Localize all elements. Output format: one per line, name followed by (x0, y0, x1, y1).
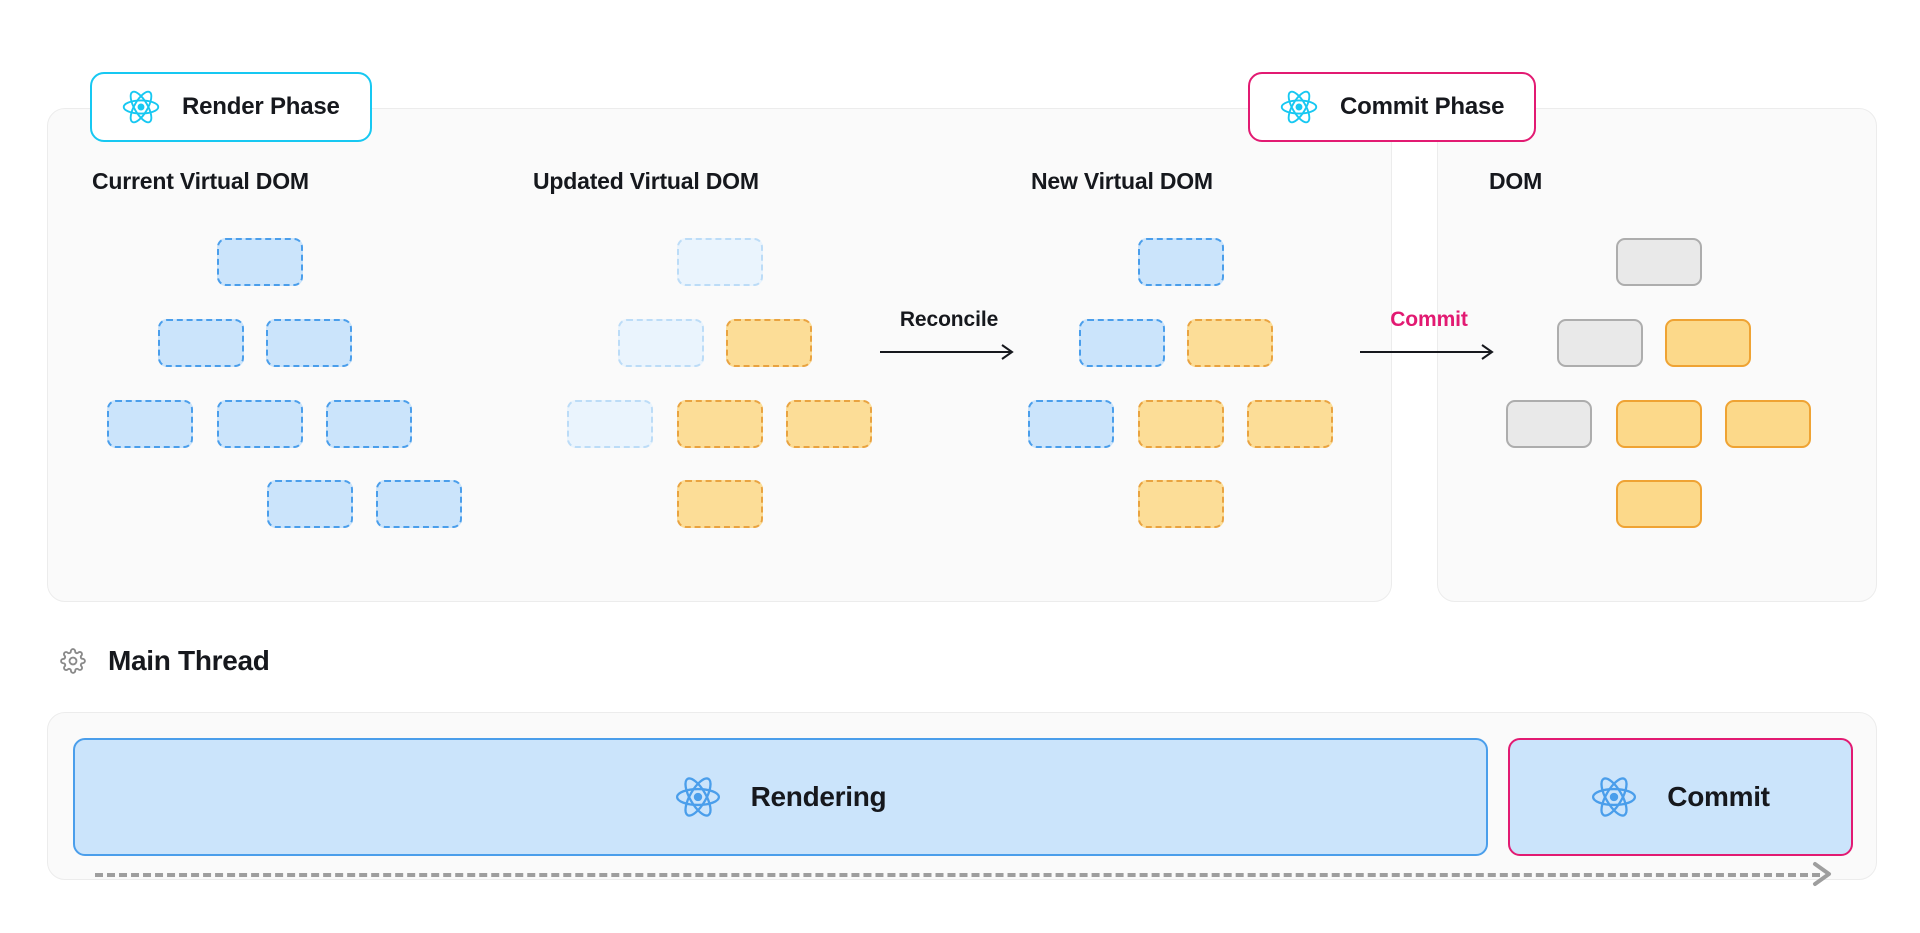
rendering-bar-label: Rendering (750, 781, 887, 812)
commit-bar[interactable]: Commit (1508, 738, 1853, 856)
vdom-node (677, 238, 763, 286)
commit-arrow-label: Commit (1390, 308, 1468, 331)
vdom-node (376, 480, 462, 528)
commit-arrow-line (1360, 344, 1498, 360)
column-title-dom: DOM (1489, 168, 1543, 194)
dom-node (1506, 400, 1592, 448)
vdom-node (217, 400, 303, 448)
dom-node (1725, 400, 1811, 448)
main-thread-header: Main Thread (60, 645, 270, 677)
vdom-node (677, 480, 763, 528)
tree-current-virtual-dom (103, 238, 483, 528)
vdom-node (158, 319, 244, 367)
rendering-bar[interactable]: Rendering (73, 738, 1488, 856)
column-title-new-virtual-dom: New Virtual DOM (1031, 168, 1213, 194)
vdom-node (1138, 238, 1224, 286)
vdom-node (1079, 319, 1165, 367)
dom-node (1557, 319, 1643, 367)
render-phase-badge-label: Render Phase (182, 93, 340, 120)
timeline-dashed-line (95, 873, 1820, 877)
render-phase-badge[interactable]: Render Phase (90, 72, 372, 142)
vdom-node (1138, 400, 1224, 448)
vdom-node (726, 319, 812, 367)
gear-icon (60, 648, 86, 674)
vdom-node (107, 400, 193, 448)
tree-new-virtual-dom (1024, 238, 1404, 528)
dom-node (1616, 480, 1702, 528)
vdom-node (1138, 480, 1224, 528)
dom-node (1616, 238, 1702, 286)
column-title-updated-virtual-dom: Updated Virtual DOM (533, 168, 759, 194)
tree-updated-virtual-dom (563, 238, 943, 528)
reconcile-arrow-line (880, 344, 1018, 360)
react-logo-icon (1591, 774, 1637, 820)
react-logo-icon (1280, 88, 1318, 126)
vdom-node (326, 400, 412, 448)
vdom-node (567, 400, 653, 448)
vdom-node (1247, 400, 1333, 448)
timeline-arrow (95, 862, 1831, 886)
react-logo-icon (122, 88, 160, 126)
react-logo-icon (675, 774, 721, 820)
vdom-node (266, 319, 352, 367)
vdom-node (1187, 319, 1273, 367)
tree-dom (1502, 238, 1882, 528)
column-title-current-virtual-dom: Current Virtual DOM (92, 168, 309, 194)
vdom-node (267, 480, 353, 528)
main-thread-title: Main Thread (108, 645, 270, 676)
chevron-right-icon (1810, 860, 1836, 888)
commit-phase-badge[interactable]: Commit Phase (1248, 72, 1537, 142)
reconcile-arrow-label: Reconcile (899, 308, 999, 331)
dom-node (1665, 319, 1751, 367)
commit-bar-label: Commit (1667, 781, 1770, 812)
dom-node (1616, 400, 1702, 448)
vdom-node (677, 400, 763, 448)
vdom-node (786, 400, 872, 448)
reconcile-arrow: Reconcile (880, 308, 1018, 360)
vdom-node (217, 238, 303, 286)
main-thread-panel: Rendering Commit (47, 712, 1877, 880)
commit-phase-badge-label: Commit Phase (1340, 93, 1505, 120)
commit-arrow: Commit (1360, 308, 1498, 360)
vdom-node (1028, 400, 1114, 448)
vdom-node (618, 319, 704, 367)
